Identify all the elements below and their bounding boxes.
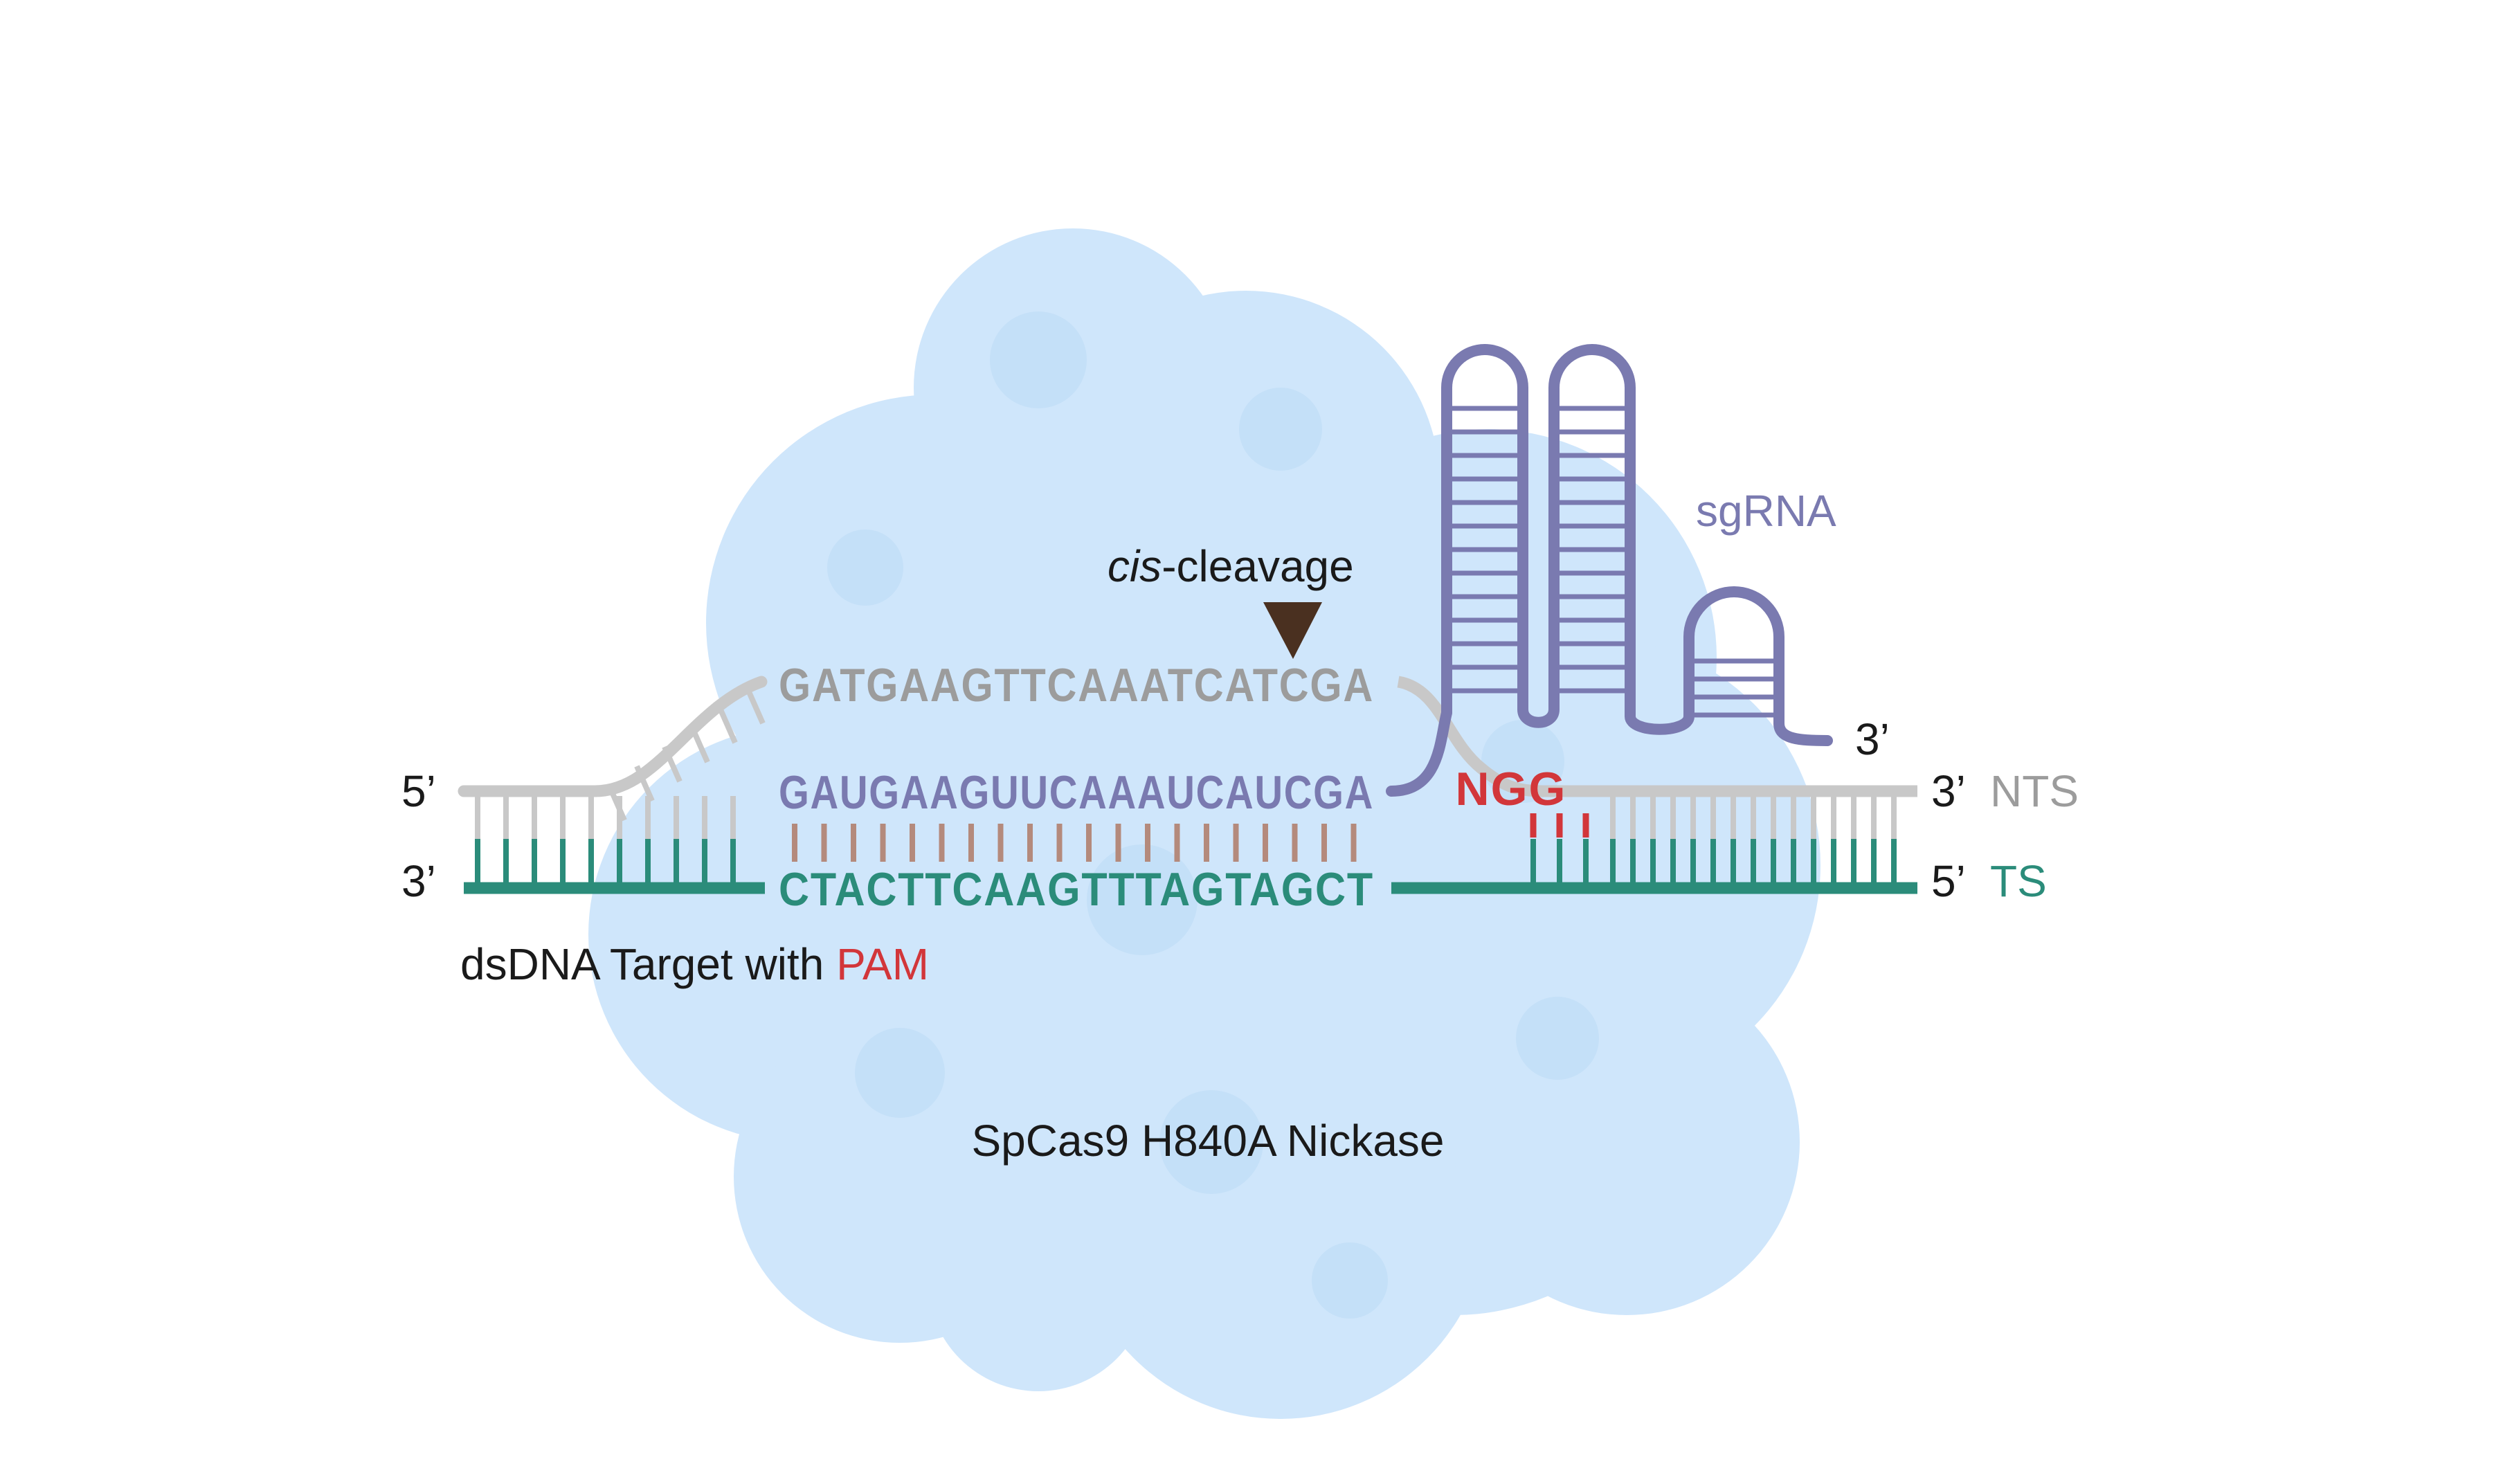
flap-base	[717, 707, 738, 744]
sgrna-3prime-label: 3’	[1855, 714, 1890, 764]
nts-3prime-label: 3’	[1931, 766, 1966, 816]
non-target-strand-right	[1397, 676, 1917, 797]
dsdna-target-pam: PAM	[836, 939, 929, 989]
guide-sequence: GAUGAAGUUCAAAUCAUCGA	[779, 766, 1374, 819]
cleavage-label-rest: -cleavage	[1162, 541, 1354, 591]
pam-base-pairs	[1530, 813, 1589, 883]
cleavage-label-italic: cis	[1108, 541, 1162, 591]
down-triangle-icon	[1263, 602, 1322, 659]
target-sequence: CTACTTCAAGTTTAGTAGCT	[779, 863, 1374, 916]
ts-5prime-label: 5’	[1931, 856, 1966, 906]
cas9-protein-shading	[827, 311, 1599, 1319]
flap-base	[745, 687, 766, 725]
sgrna-stem-pairs	[1447, 406, 1779, 718]
left-base-pairs	[475, 687, 766, 883]
protein-label: SpCas9 H840A Nickase	[971, 1116, 1444, 1166]
ts-label: TS	[1990, 856, 2047, 906]
dsdna-target-prefix: dsDNA Target with	[460, 939, 836, 989]
non-target-sequence: GATGAAGTTCAAATCATCGA	[779, 659, 1374, 712]
nts-label: NTS	[1990, 766, 2079, 816]
pam-motif-label: NGG	[1456, 763, 1567, 815]
non-target-strand-left	[458, 676, 768, 797]
sgrna-label: sgRNA	[1696, 486, 1836, 536]
sgrna-backbone	[1386, 344, 1833, 797]
right-base-pairs	[1610, 796, 1897, 883]
dsdna-target-label: dsDNA Target with PAM	[460, 939, 929, 989]
cas9-protein-blob	[588, 228, 1820, 1419]
left-3prime-label: 3’	[401, 856, 436, 906]
cleavage-label: cis-cleavage	[1108, 541, 1354, 591]
left-5prime-label: 5’	[401, 766, 436, 816]
guide-target-base-pairs	[792, 824, 1357, 862]
